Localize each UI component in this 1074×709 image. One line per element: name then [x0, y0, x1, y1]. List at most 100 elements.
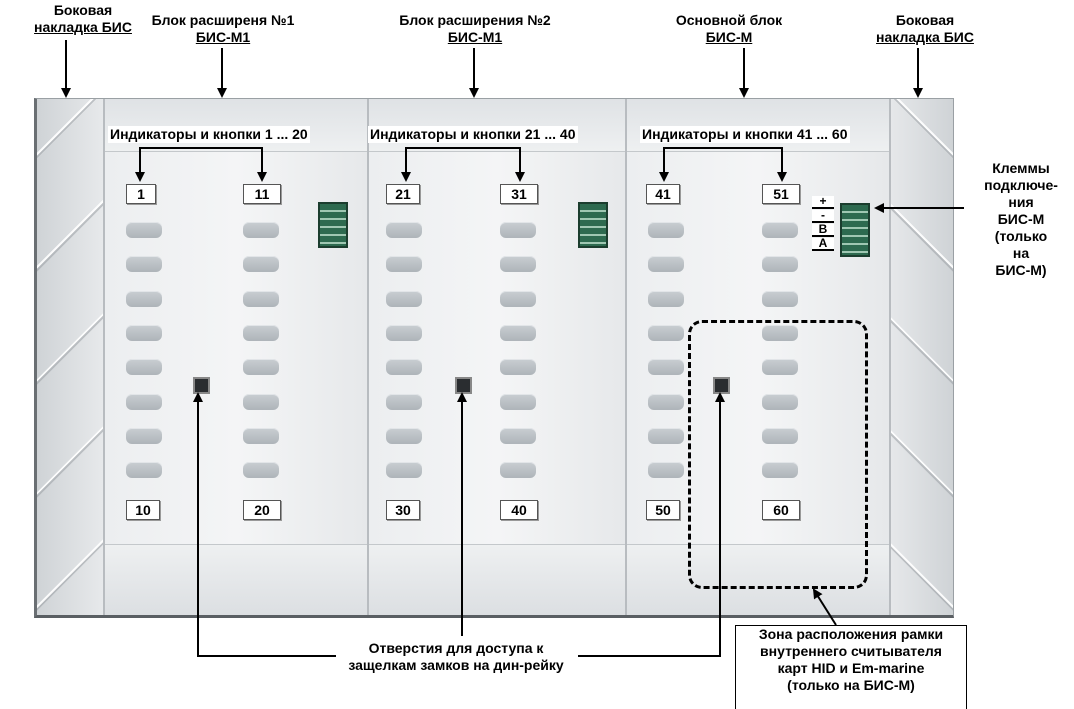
left-side-cover — [37, 99, 103, 615]
indicator-key[interactable] — [500, 393, 536, 410]
indicator-key[interactable] — [762, 393, 798, 410]
bracket-21-40 — [405, 147, 525, 182]
key-number: 51 — [762, 184, 800, 204]
indicator-key[interactable] — [243, 222, 279, 238]
indicator-key[interactable] — [126, 290, 162, 307]
key-number: 40 — [500, 500, 538, 520]
line-hole-main — [578, 400, 721, 657]
indicator-key[interactable] — [500, 256, 536, 273]
bracket-41-60 — [663, 147, 787, 182]
indicator-key[interactable] — [386, 393, 422, 410]
indicator-key[interactable] — [648, 324, 684, 341]
indicator-key[interactable] — [386, 427, 422, 444]
indicator-key[interactable] — [500, 427, 536, 444]
label-line: Зона расположения рамки — [758, 626, 944, 642]
label-line: БИС-М — [997, 211, 1045, 227]
key-number: 41 — [646, 184, 680, 204]
indicator-key[interactable] — [243, 427, 279, 444]
label-terminals: Клеммы подключе- ния БИС-М (только на БИ… — [968, 160, 1074, 279]
label-left-side-cover: Боковая накладка БИС — [28, 2, 138, 36]
indicator-key[interactable] — [648, 290, 684, 307]
connector-chip — [578, 202, 608, 248]
label-line: Блок расширеня №1 — [151, 12, 295, 28]
label-right-side-cover: Боковая накладка БИС — [870, 12, 980, 46]
indicator-key[interactable] — [762, 324, 798, 341]
indicator-header-21-40: Индикаторы и кнопки 21 ... 40 — [368, 126, 578, 143]
indicator-key[interactable] — [243, 256, 279, 273]
label-line: (только — [994, 228, 1048, 244]
terminal-mark-a: A — [812, 237, 834, 251]
key-number: 50 — [646, 500, 680, 520]
label-line: накладка БИС — [876, 29, 974, 45]
indicator-key[interactable] — [500, 324, 536, 341]
label-line: подключе- — [984, 177, 1058, 193]
indicator-key[interactable] — [386, 222, 422, 238]
bracket-1-20 — [139, 147, 267, 182]
arrow-reader — [812, 588, 837, 626]
label-line: Боковая — [895, 12, 955, 28]
indicator-key[interactable] — [386, 462, 422, 479]
indicator-key[interactable] — [126, 393, 162, 410]
indicator-key[interactable] — [386, 324, 422, 341]
key-number: 10 — [126, 500, 160, 520]
module-top-bar — [369, 99, 627, 152]
indicator-key[interactable] — [243, 393, 279, 410]
indicator-key[interactable] — [386, 359, 422, 376]
key-number: 1 — [126, 184, 156, 204]
indicator-key[interactable] — [126, 462, 162, 479]
label-reader-zone: Зона расположения рамки внутреннего счит… — [735, 625, 967, 709]
indicator-key[interactable] — [762, 359, 798, 376]
indicator-key[interactable] — [762, 462, 798, 479]
indicator-key[interactable] — [648, 359, 684, 376]
indicator-key[interactable] — [500, 290, 536, 307]
indicator-key[interactable] — [500, 359, 536, 376]
label-line: БИС-М1 — [447, 29, 503, 45]
label-line: карт HID и Em-marine — [777, 660, 925, 676]
indicator-key[interactable] — [648, 222, 684, 238]
indicator-key[interactable] — [648, 462, 684, 479]
indicator-key[interactable] — [243, 324, 279, 341]
indicator-key[interactable] — [243, 290, 279, 307]
indicator-key[interactable] — [126, 324, 162, 341]
indicator-key[interactable] — [500, 222, 536, 238]
key-number: 21 — [386, 184, 420, 204]
indicator-key[interactable] — [500, 462, 536, 479]
indicator-key[interactable] — [126, 222, 162, 238]
label-line: (только на БИС-М) — [787, 677, 915, 693]
label-line: Клеммы — [992, 160, 1050, 176]
indicator-header-1-20: Индикаторы и кнопки 1 ... 20 — [108, 126, 310, 143]
key-number: 60 — [762, 500, 800, 520]
indicator-key[interactable] — [243, 462, 279, 479]
module-top-bar — [105, 99, 369, 152]
indicator-key[interactable] — [762, 427, 798, 444]
indicator-key[interactable] — [648, 427, 684, 444]
indicator-key[interactable] — [126, 256, 162, 273]
indicator-key[interactable] — [386, 290, 422, 307]
label-line: БИС-М) — [995, 262, 1047, 278]
label-main-block: Основной блок БИС-М — [664, 12, 794, 46]
label-extension-block-2: Блок расширения №2 БИС-М1 — [390, 12, 560, 46]
indicator-header-41-60: Индикаторы и кнопки 41 ... 60 — [640, 126, 850, 143]
module-bottom-bar — [369, 544, 627, 615]
label-line: накладка БИС — [34, 19, 132, 35]
terminal-mark-plus: + — [812, 195, 834, 209]
indicator-key[interactable] — [126, 427, 162, 444]
key-number: 11 — [243, 184, 281, 204]
indicator-key[interactable] — [386, 256, 422, 273]
indicator-key[interactable] — [762, 290, 798, 307]
label-line: ния — [1008, 194, 1034, 210]
key-number: 20 — [243, 500, 281, 520]
indicator-key[interactable] — [243, 359, 279, 376]
label-line: Боковая — [53, 2, 113, 18]
indicator-key[interactable] — [762, 256, 798, 273]
label-line: Блок расширения №2 — [399, 12, 551, 28]
indicator-key[interactable] — [126, 359, 162, 376]
indicator-key[interactable] — [648, 256, 684, 273]
terminal-block — [840, 203, 870, 257]
indicator-key[interactable] — [648, 393, 684, 410]
terminal-mark-b: B — [812, 223, 834, 237]
indicator-key[interactable] — [762, 222, 798, 238]
label-line: защелкам замков на дин-рейку — [348, 657, 564, 673]
module-bottom-bar — [627, 544, 889, 615]
key-number: 31 — [500, 184, 538, 204]
